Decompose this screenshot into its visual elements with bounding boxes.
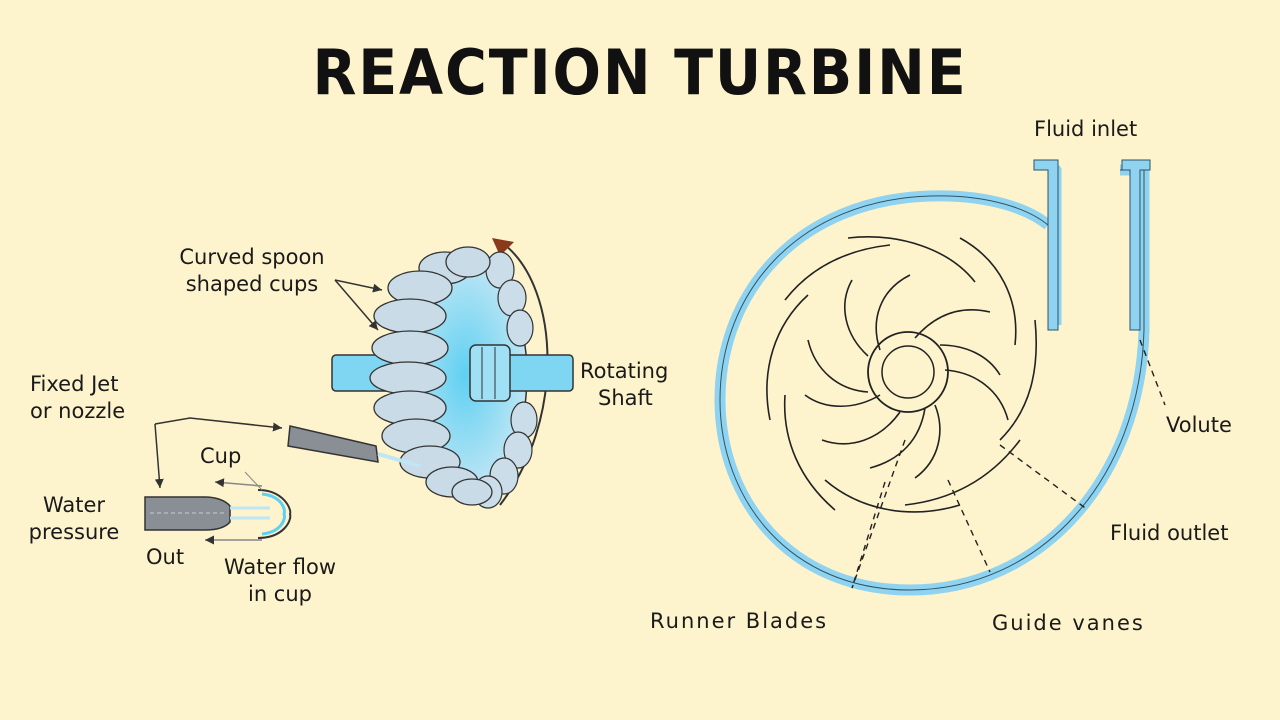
runner-blades (804, 274, 1009, 479)
pelton-wheel (154, 238, 574, 509)
shaft-collar (469, 344, 511, 402)
label-curved-cups: Curved spoon shaped cups (179, 245, 325, 296)
label-water-pressure: Water pressure (28, 493, 120, 544)
page-title: REACTION TURBINE (312, 36, 968, 109)
francis-turbine (714, 159, 1166, 596)
label-fluid-outlet: Fluid outlet (1110, 521, 1229, 545)
cups-front (369, 246, 493, 506)
cup-detail (144, 471, 292, 545)
label-fluid-inlet: Fluid inlet (1034, 117, 1138, 141)
runner-hub (867, 331, 949, 413)
label-rotating-shaft: Rotating Shaft (580, 359, 669, 410)
jet-stream (377, 452, 421, 468)
label-volute: Volute (1166, 413, 1232, 437)
label-runner-blades: Runner Blades (650, 609, 829, 633)
rotation-arrow-head (492, 238, 514, 256)
label-out: Out (146, 545, 185, 569)
label-fixed-jet: Fixed Jet or nozzle (30, 372, 126, 423)
label-water-flow: Water flow in cup (223, 555, 336, 606)
jet-nozzle (287, 425, 379, 463)
label-guide-vanes: Guide vanes (992, 611, 1145, 635)
label-cup: Cup (200, 444, 242, 468)
shaft-right (504, 354, 574, 392)
inlet-pipe (1033, 159, 1059, 331)
guide-vanes (766, 236, 1038, 513)
